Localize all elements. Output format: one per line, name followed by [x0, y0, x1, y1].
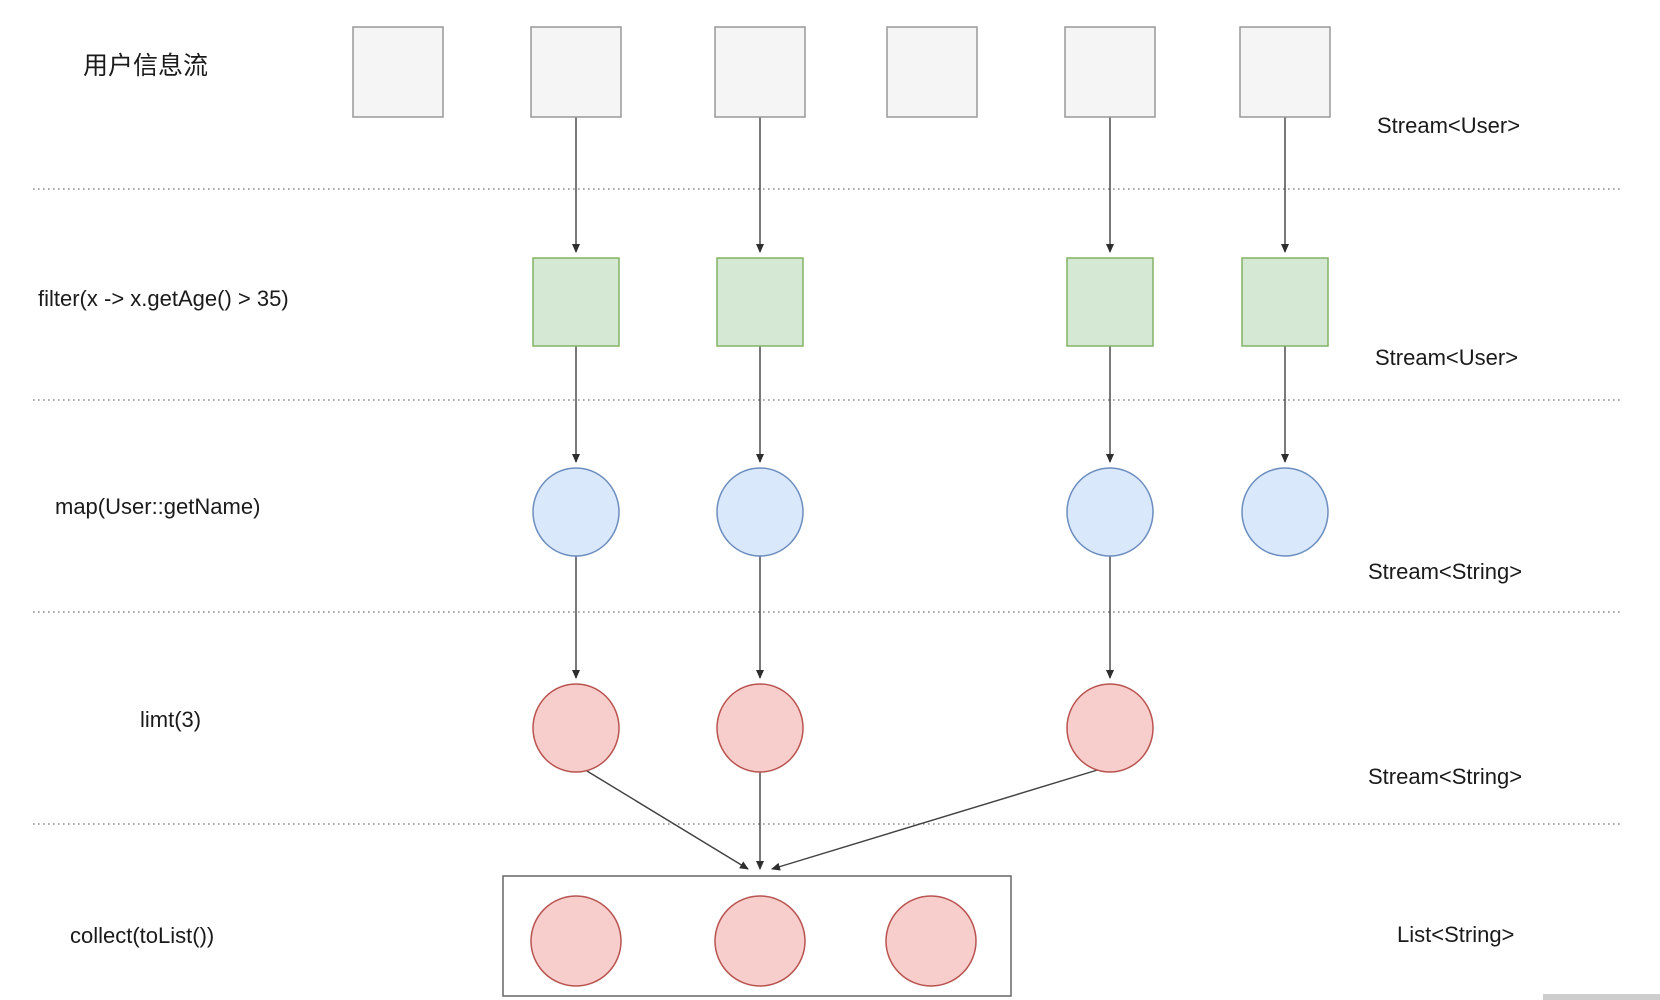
source-square-4 [886, 26, 978, 118]
limit-row-label: limt(3) [140, 707, 201, 732]
filter-square-4 [1241, 257, 1329, 347]
collect-row-label: collect(toList()) [70, 923, 214, 948]
map-circle-4 [1241, 467, 1329, 557]
flow-arrows [572, 117, 1289, 871]
map-type-label: Stream<String> [1368, 559, 1522, 584]
map-circle-2 [716, 467, 804, 557]
source-square-2 [530, 26, 622, 118]
filter-square-2 [716, 257, 804, 347]
filter-square-3 [1066, 257, 1154, 347]
source-row-nodes [352, 26, 1331, 118]
limit-type-label: Stream<String> [1368, 764, 1522, 789]
arrow-limit-collect-1 [581, 767, 749, 870]
source-type-label: Stream<User> [1377, 113, 1520, 138]
source-square-6 [1239, 26, 1331, 118]
collect-circle-2 [714, 895, 806, 987]
horizontal-scrollbar[interactable] [1543, 994, 1660, 1000]
source-square-5 [1064, 26, 1156, 118]
limit-row-nodes [532, 683, 1154, 773]
row-separators [33, 188, 1622, 825]
map-circle-1 [532, 467, 620, 557]
source-square-3 [714, 26, 806, 118]
map-circle-3 [1066, 467, 1154, 557]
collect-circle-1 [530, 895, 622, 987]
collect-row-nodes [530, 895, 977, 987]
filter-type-label: Stream<User> [1375, 345, 1518, 370]
map-row-nodes [532, 467, 1329, 557]
source-square-1 [352, 26, 444, 118]
arrow-limit-collect-3 [771, 767, 1105, 871]
filter-row-label: filter(x -> x.getAge() > 35) [38, 286, 289, 311]
map-row-label: map(User::getName) [55, 494, 260, 519]
filter-square-1 [532, 257, 620, 347]
collect-circle-3 [885, 895, 977, 987]
limit-circle-2 [716, 683, 804, 773]
source-row-label: 用户信息流 [83, 52, 208, 80]
collect-type-label: List<String> [1397, 922, 1514, 947]
limit-circle-1 [532, 683, 620, 773]
filter-row-nodes [532, 257, 1329, 347]
limit-circle-3 [1066, 683, 1154, 773]
